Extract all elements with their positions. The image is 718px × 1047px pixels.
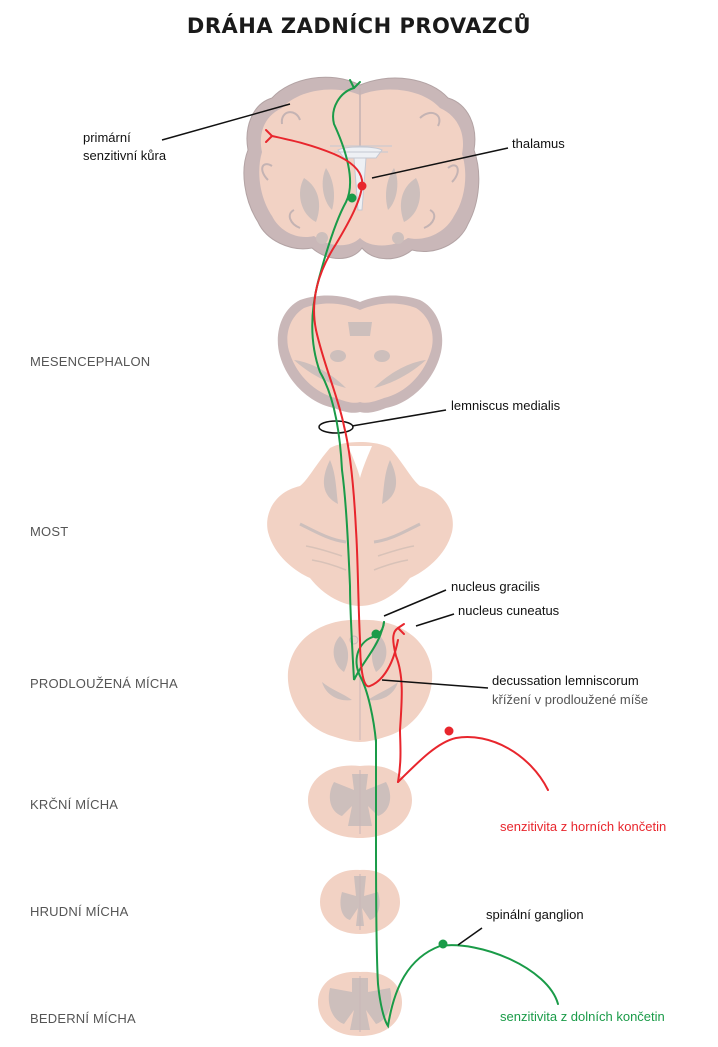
level-label-hrudni: HRUDNÍ MÍCHA xyxy=(30,904,129,919)
level-label-krcni: KRČNÍ MÍCHA xyxy=(30,797,118,812)
thoracic-cord-section xyxy=(320,870,400,934)
mesencephalon-section xyxy=(278,296,442,413)
cervical-cord-section xyxy=(308,765,412,838)
gracilis-label: nucleus gracilis xyxy=(451,579,540,594)
ganglion-callout-line xyxy=(458,928,482,945)
lemniscus-label: lemniscus medialis xyxy=(451,398,561,413)
lumbar-cord-section xyxy=(318,972,402,1036)
brain-coronal-section xyxy=(244,77,479,259)
diagram-title: DRÁHA ZADNÍCH PROVAZCŮ xyxy=(187,13,531,38)
pons-section xyxy=(267,442,453,606)
level-label-mesencephalon: MESENCEPHALON xyxy=(30,354,150,369)
cuneatus-label: nucleus cuneatus xyxy=(458,603,560,618)
cuneatus-callout-line xyxy=(416,614,454,626)
cortex-label-line2: senzitivní kůra xyxy=(83,148,167,163)
upper-limb-label: senzitivita z horních končetin xyxy=(500,819,666,834)
thalamus-label: thalamus xyxy=(512,136,565,151)
cortex-label-line1: primární xyxy=(83,130,131,145)
decussation-sublabel: křížení v prodloužené míše xyxy=(492,692,648,707)
decussation-label: decussation lemniscorum xyxy=(492,673,639,688)
level-label-most: MOST xyxy=(30,524,68,539)
ganglion-label: spinální ganglion xyxy=(486,907,584,922)
level-label-prodlouzena: PRODLOUŽENÁ MÍCHA xyxy=(30,676,178,691)
lower-limb-label: senzitivita z dolních končetin xyxy=(500,1009,665,1024)
level-label-bederni: BEDERNÍ MÍCHA xyxy=(30,1011,136,1026)
